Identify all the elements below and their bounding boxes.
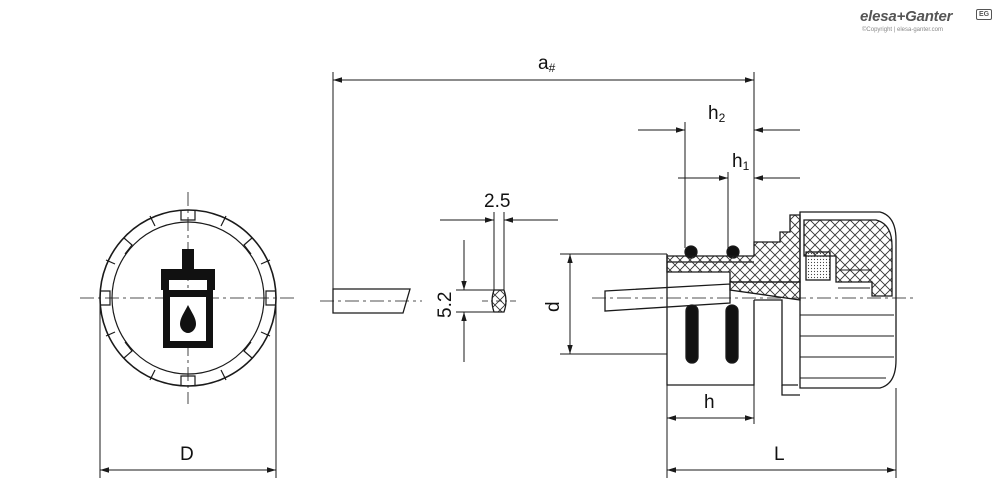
dimension-d: [560, 253, 667, 355]
dimension-L: [667, 388, 897, 478]
label-h2: h2: [708, 104, 725, 124]
dimension-a: [332, 72, 755, 289]
label-a: a#: [538, 54, 555, 74]
copyright-text: ©Copyright | elesa-ganter.com: [862, 27, 944, 33]
brand-name: elesa+Ganter: [860, 8, 953, 25]
dimension-h1: [678, 172, 800, 248]
label-2-5: 2.5: [484, 191, 511, 212]
label-5-2: 5.2: [435, 291, 456, 318]
label-h: h: [704, 392, 715, 413]
label-a-mark: #: [548, 61, 556, 75]
label-h1-sub: 1: [742, 159, 750, 173]
plug-side-view: [592, 211, 915, 396]
label-h1: h1: [732, 152, 749, 172]
label-d: d: [543, 301, 564, 312]
strip-section: [440, 212, 558, 362]
brand-logo: elesa+Ganter EG ©Copyright | elesa-gante…: [860, 8, 996, 38]
dimension-D: [99, 305, 277, 478]
brand-badge: EG: [976, 9, 992, 20]
label-h2-text: h: [708, 103, 719, 124]
label-L: L: [774, 444, 785, 465]
label-h2-sub: 2: [718, 111, 726, 125]
dipstick-strip: [320, 288, 422, 314]
label-a-text: a: [538, 53, 549, 74]
label-D: D: [180, 444, 194, 465]
dimension-h: [666, 385, 755, 478]
oil-reservoir-drop-icon: [161, 249, 215, 348]
dimension-h2: [638, 122, 800, 248]
label-h1-text: h: [732, 151, 743, 172]
